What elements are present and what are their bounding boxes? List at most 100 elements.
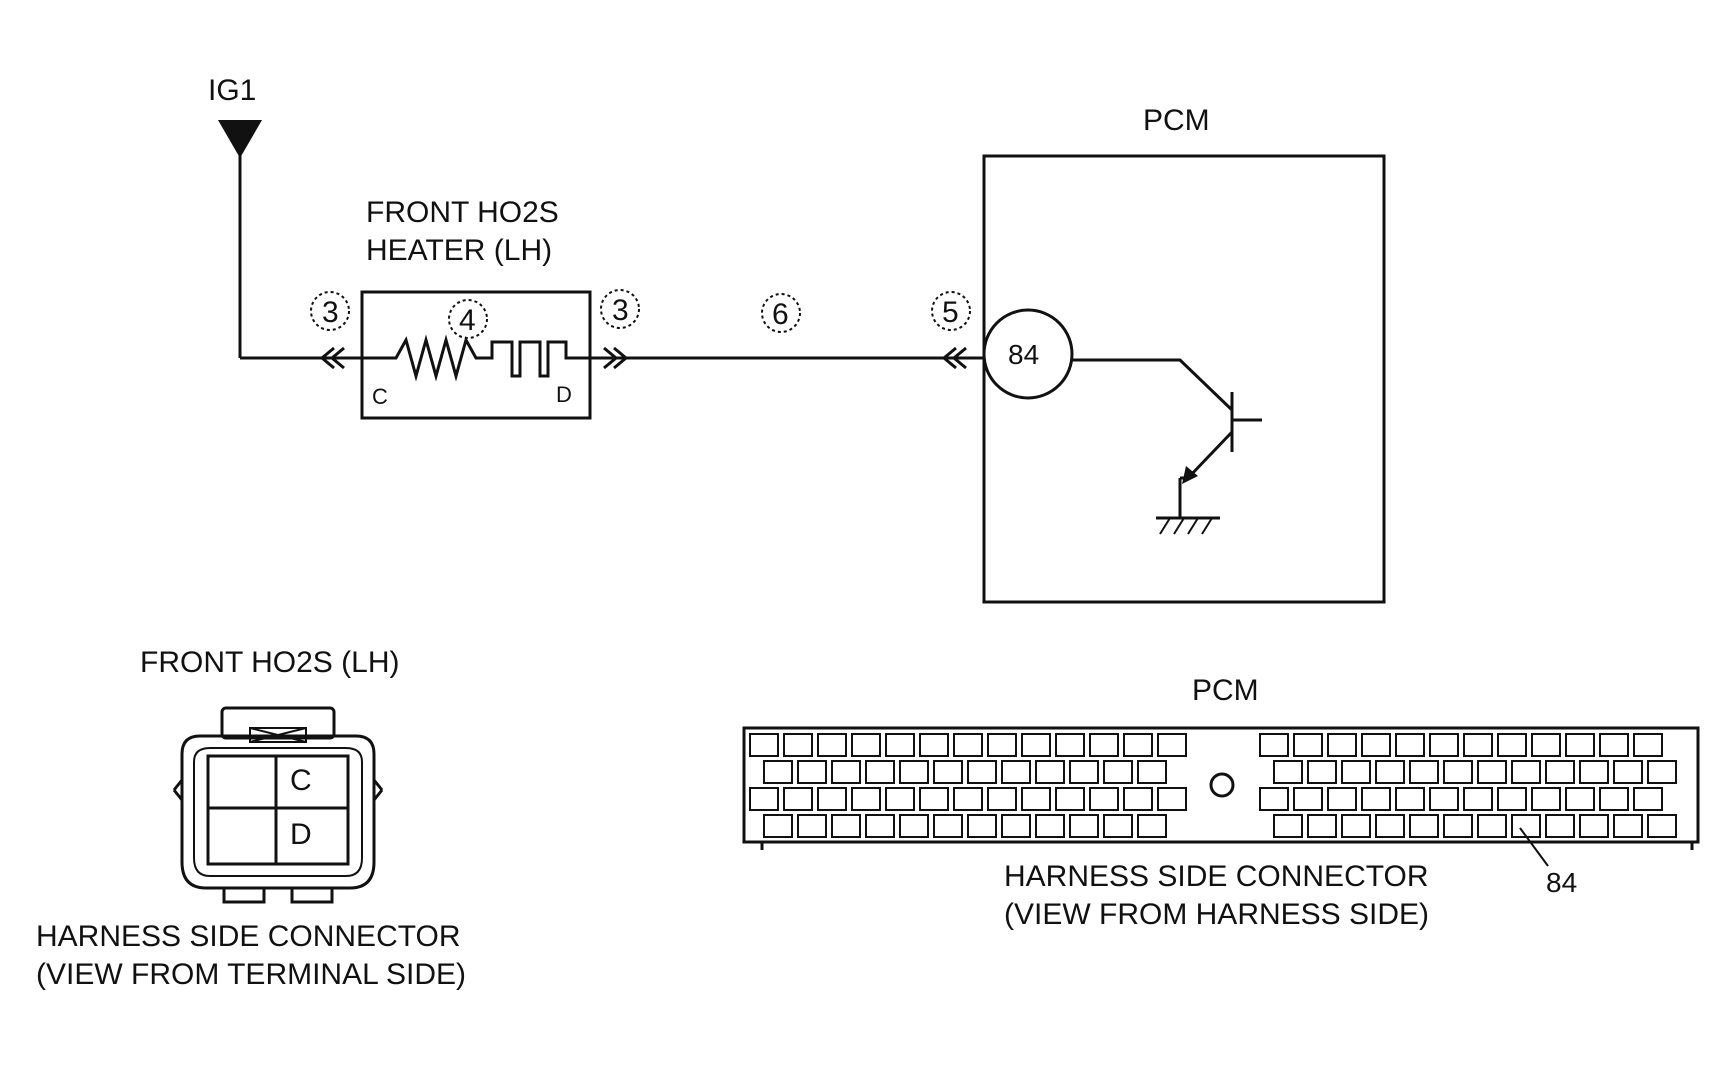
heater-terminal-c: C bbox=[372, 384, 388, 409]
sensor-connector-caption-1: HARNESS SIDE CONNECTOR bbox=[36, 920, 461, 953]
pcm-pin-cavity bbox=[1327, 787, 1357, 811]
pcm-pin-cavity bbox=[783, 787, 813, 811]
pcm-pin-cavity bbox=[763, 760, 793, 784]
pcm-pin-grid bbox=[749, 733, 1677, 838]
heater-label-line1: FRONT HO2S bbox=[366, 196, 559, 229]
connector-symbol-left-b bbox=[329, 346, 345, 370]
pcm-pin-cavity bbox=[1021, 733, 1051, 757]
connector-foot-right bbox=[290, 886, 334, 904]
pcm-pin-cavity bbox=[953, 733, 983, 757]
heater-terminal-d: D bbox=[556, 382, 572, 407]
pcm-pin-cavity bbox=[851, 733, 881, 757]
pcm-pin-cavity bbox=[1531, 733, 1561, 757]
power-label-ig1: IG1 bbox=[208, 74, 256, 107]
pcm-connector-key-hole bbox=[1209, 772, 1235, 798]
connector-lock-tab bbox=[220, 706, 336, 740]
pcm-pin-cavity bbox=[1123, 787, 1153, 811]
callout-ring-heater-element bbox=[448, 299, 488, 339]
pcm-pin-cavity bbox=[1409, 760, 1439, 784]
pcm-pin-cavity bbox=[1259, 733, 1289, 757]
pcm-pin-cavity bbox=[1103, 760, 1133, 784]
pcm-pin-cavity bbox=[967, 814, 997, 838]
callout-wire: 6 bbox=[772, 298, 789, 331]
pcm-pin-cavity bbox=[1055, 787, 1085, 811]
pcm-pin-cavity bbox=[1035, 814, 1065, 838]
connector-side-left-b bbox=[172, 789, 184, 801]
schematic: IG1 3 FRONT HO2S HEATER (LH) 4 C D 3 6 5 bbox=[208, 74, 1386, 604]
sensor-connector-title: FRONT HO2S (LH) bbox=[140, 646, 399, 679]
pcm-pin-cavity bbox=[1069, 760, 1099, 784]
pcm-terminal-circle bbox=[982, 308, 1074, 400]
pcm-pin-cavity bbox=[1137, 814, 1167, 838]
pcm-pin-cavity bbox=[1375, 760, 1405, 784]
pcm-pin-cavity bbox=[797, 760, 827, 784]
pcm-pin-cavity bbox=[1647, 814, 1677, 838]
connector-cell-c: C bbox=[290, 764, 312, 797]
pcm-pin-cavity bbox=[899, 814, 929, 838]
callout-left-connector: 3 bbox=[322, 296, 339, 329]
pcm-pin-cavity bbox=[1021, 787, 1051, 811]
pcm-pin-cavity bbox=[885, 787, 915, 811]
pcm-pin-84-callout: 84 bbox=[1546, 867, 1577, 898]
power-source-symbol bbox=[218, 120, 262, 158]
pcm-pin-cavity bbox=[1613, 814, 1643, 838]
pcm-pin-cavity bbox=[1443, 814, 1473, 838]
pcm-internal-wire bbox=[1072, 358, 1234, 412]
pcm-pin-cavity bbox=[1307, 814, 1337, 838]
pcm-pin-cavity bbox=[1579, 760, 1609, 784]
pcm-pin-cavity bbox=[1633, 787, 1663, 811]
pcm-pin-cavity bbox=[865, 760, 895, 784]
pcm-pin-cavity bbox=[1463, 733, 1493, 757]
connector-side-right-b bbox=[372, 789, 384, 801]
callout-pcm-connector: 5 bbox=[942, 296, 959, 329]
pcm-pin-cavity bbox=[933, 814, 963, 838]
pcm-pin-cavity bbox=[1395, 733, 1425, 757]
pcm-pin-cavity bbox=[1565, 787, 1595, 811]
pcm-pin-cavity bbox=[749, 733, 779, 757]
pcm-pin-84-leader bbox=[1519, 827, 1549, 867]
pcm-pin-cavity bbox=[763, 814, 793, 838]
pcm-pin-cavity bbox=[1477, 814, 1507, 838]
pcm-pin-cavity bbox=[1395, 787, 1425, 811]
heater-resistor-element bbox=[362, 334, 590, 382]
pcm-pin-cavity bbox=[1055, 733, 1085, 757]
pcm-pin-cavity bbox=[1579, 814, 1609, 838]
connector-side-right bbox=[372, 779, 384, 791]
pcm-pin-cavity bbox=[885, 733, 915, 757]
connector-cell-d: D bbox=[290, 818, 312, 851]
pcm-pin-cavity bbox=[899, 760, 929, 784]
callout-ring-right-connector bbox=[600, 289, 640, 329]
pcm-pin-cavity bbox=[1157, 733, 1187, 757]
transistor-emitter bbox=[1186, 430, 1234, 480]
pcm-pin-cavity bbox=[1103, 814, 1133, 838]
pcm-pin-cavity bbox=[1633, 733, 1663, 757]
pcm-pin-cavity bbox=[1545, 760, 1575, 784]
pcm-pin-cavity bbox=[919, 787, 949, 811]
pcm-pin-cavity bbox=[1443, 760, 1473, 784]
pcm-pin-cavity bbox=[1545, 814, 1575, 838]
pcm-label: PCM bbox=[1143, 104, 1210, 137]
pcm-pin-cavity bbox=[1089, 787, 1119, 811]
pcm-pin-cavity bbox=[1375, 814, 1405, 838]
pcm-pin-cavity bbox=[1157, 787, 1187, 811]
pcm-pin-cavity bbox=[831, 760, 861, 784]
pcm-pin-cavity bbox=[817, 787, 847, 811]
pcm-pin-cavity bbox=[1341, 814, 1371, 838]
pcm-connector-view: PCM 84 HARNESS SIDE CONNECTOR (VIEW FROM… bbox=[742, 674, 1700, 931]
pcm-pin-cavity bbox=[1511, 760, 1541, 784]
callout-right-connector: 3 bbox=[612, 294, 629, 327]
connector-symbol-left bbox=[319, 346, 335, 370]
pcm-pin-cavity bbox=[1361, 733, 1391, 757]
callout-ring-wire bbox=[761, 293, 801, 333]
pcm-pin-cavity bbox=[1001, 760, 1031, 784]
pcm-pin-cavity bbox=[953, 787, 983, 811]
pcm-pin-cavity bbox=[987, 787, 1017, 811]
pcm-pin-cavity bbox=[1429, 733, 1459, 757]
connector-housing bbox=[180, 734, 376, 890]
pcm-pin-cavity bbox=[1511, 814, 1541, 838]
pcm-pin-cavity bbox=[919, 733, 949, 757]
pcm-connector-title: PCM bbox=[1192, 674, 1259, 707]
pcm-pin-cavity bbox=[1497, 787, 1527, 811]
callout-ring-left-connector bbox=[310, 291, 350, 331]
